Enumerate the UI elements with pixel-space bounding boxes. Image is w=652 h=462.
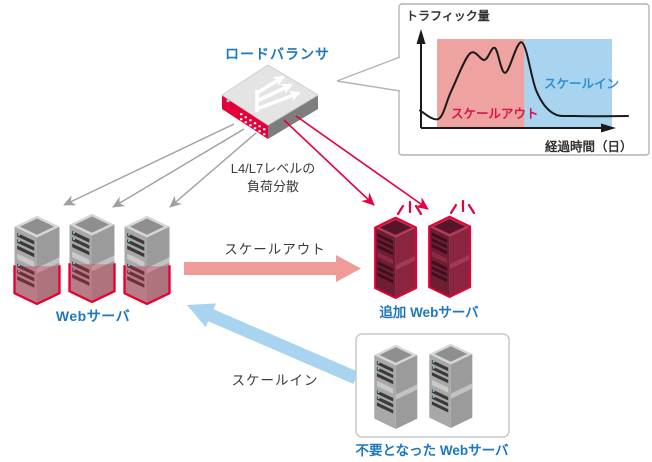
distribution-note: L4/L7レベルの 負荷分散: [198, 160, 348, 196]
scale-out-request-arrows: [283, 115, 429, 210]
device-led: [226, 99, 230, 103]
load-balancer-label: ロードバランサ: [225, 46, 330, 62]
removed-web-server-icon: [429, 343, 473, 428]
chart-region: [437, 39, 525, 128]
chart-ylabel: トラフィック量: [406, 9, 490, 23]
callout-pointer: [336, 56, 401, 92]
x-axis: [421, 123, 616, 133]
device-ports: [240, 113, 266, 136]
chart-regions: [437, 39, 612, 128]
scale-in-arrow: [187, 303, 359, 384]
web-servers-label: Webサーバ: [55, 308, 131, 324]
chart-xlabel: 経過時間（日）: [545, 140, 633, 154]
traffic-chart: [398, 3, 650, 156]
distribution-note-line2: 負荷分散: [246, 179, 299, 194]
web-server-icon: [125, 216, 170, 304]
scale-in-label: スケールイン: [231, 373, 319, 388]
added-server-group: [374, 215, 472, 299]
y-axis: [416, 29, 426, 128]
load-balancer-device: [221, 64, 319, 139]
web-server-icon: [15, 216, 60, 304]
added-web-server-icon: [374, 216, 418, 299]
load-balancing-icon: [255, 75, 301, 112]
removed-servers-label: 不要となった Webサーバ: [355, 443, 509, 458]
scale-out-arrow: [184, 255, 361, 282]
scale-out-label: スケールアウト: [224, 242, 326, 257]
distribution-note-line1: L4/L7レベルの: [230, 161, 316, 176]
added-servers-label: 追加 Webサーバ: [379, 305, 479, 320]
new-server-sparks: [396, 199, 476, 216]
added-web-server-icon: [428, 215, 472, 298]
web-server-group: [15, 214, 170, 304]
chart-scale-in-region-label: スケールイン: [544, 77, 620, 91]
load-distribution-arrows: [63, 123, 257, 208]
web-server-icon: [70, 214, 115, 302]
traffic-curve: [419, 41, 629, 121]
chart-scale-out-region-label: スケールアウト: [451, 107, 539, 121]
removed-web-server-icon: [374, 344, 418, 429]
chart-region: [524, 39, 612, 128]
removed-servers-box: [355, 333, 510, 438]
